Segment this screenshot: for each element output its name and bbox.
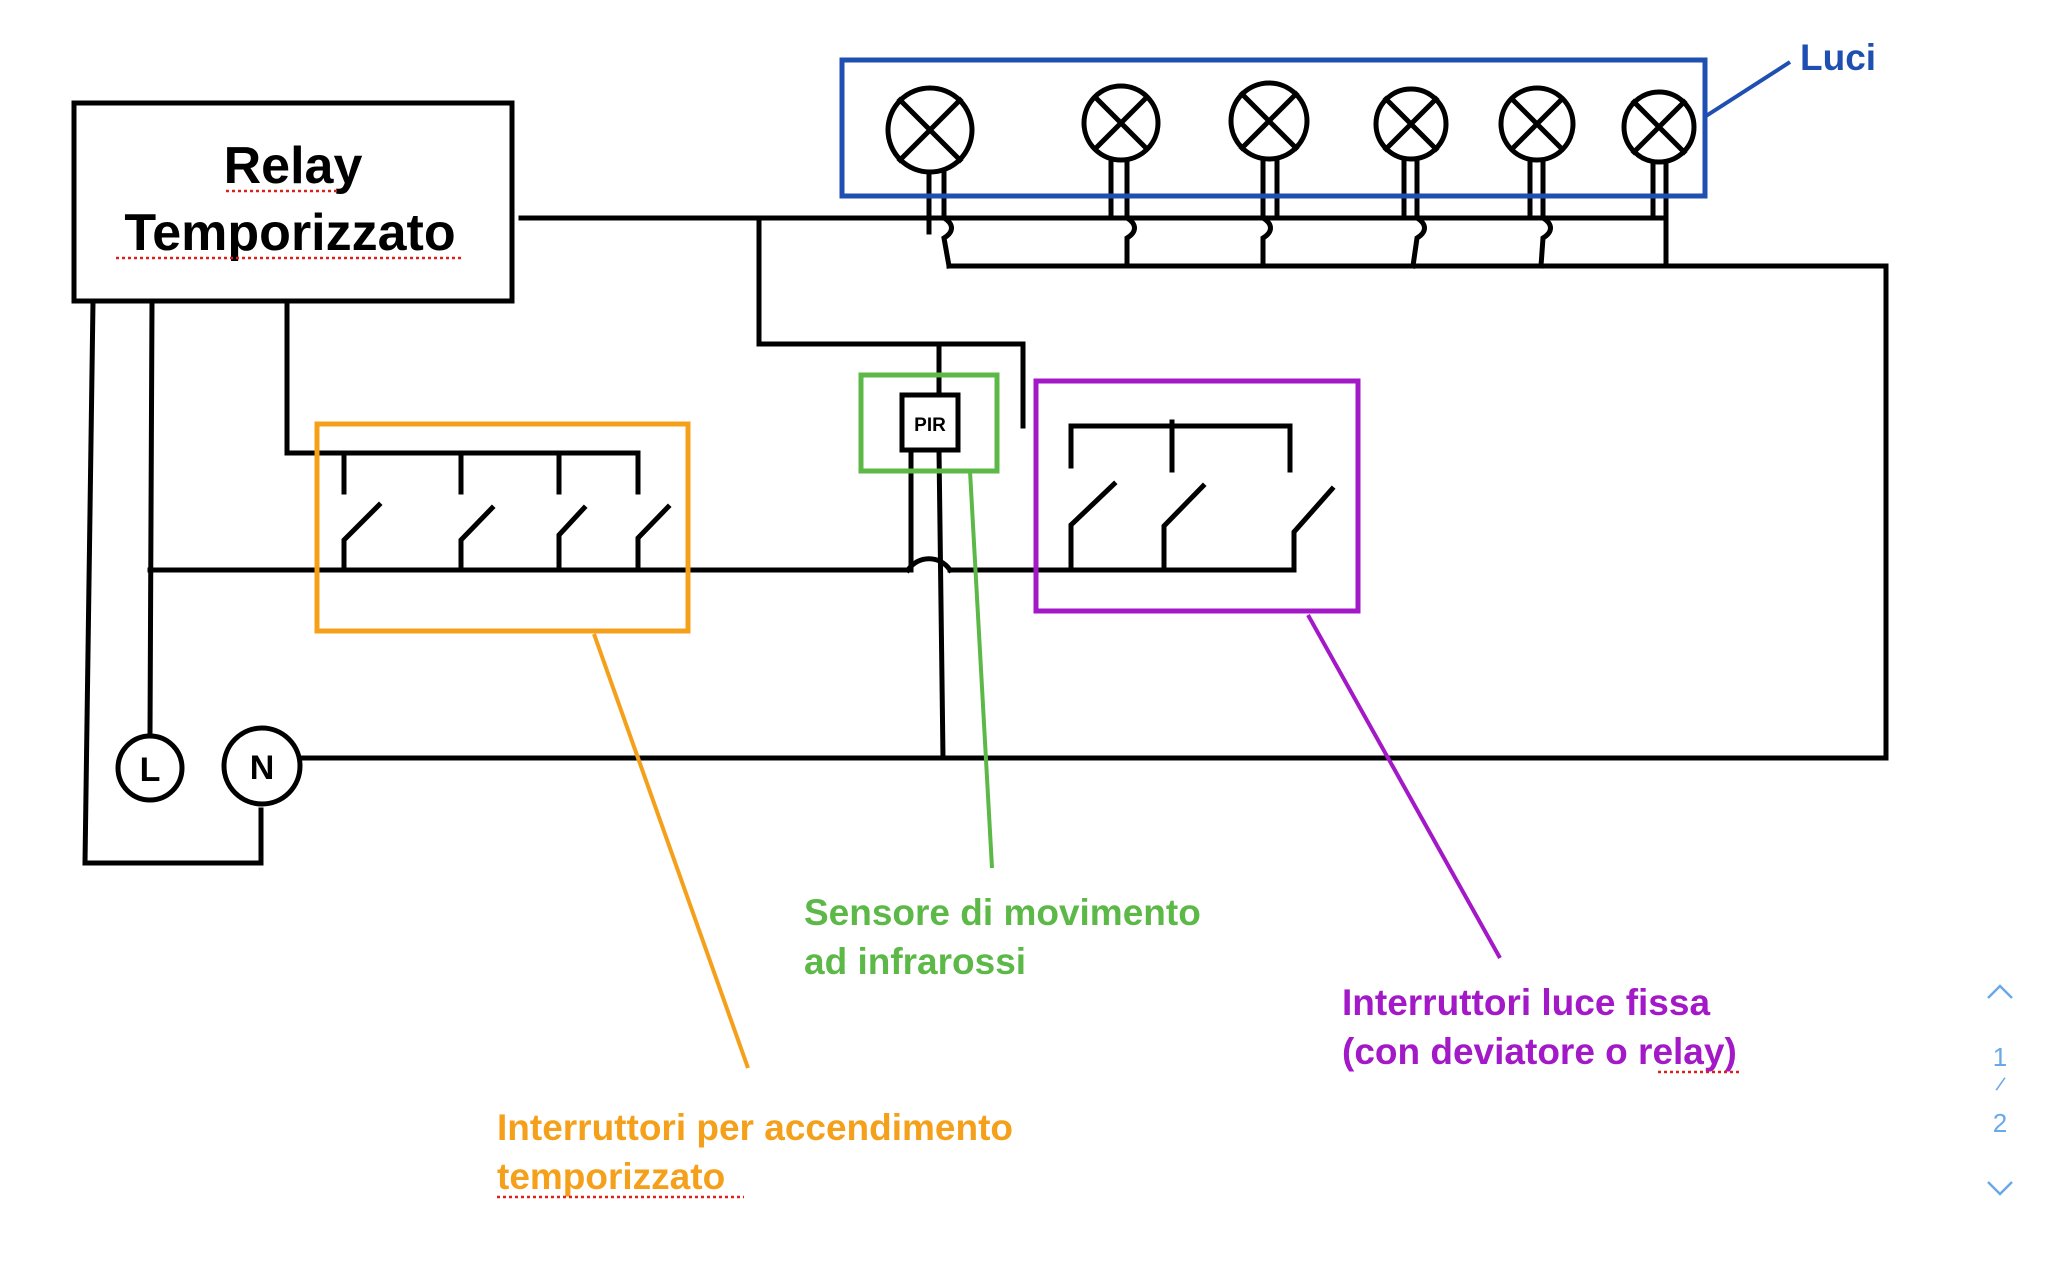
relay-title-line1: Relay — [224, 137, 363, 195]
live-terminal: L — [115, 733, 185, 803]
lamp-1 — [885, 85, 975, 269]
lamp-4 — [1373, 86, 1449, 269]
lights-label: Luci — [1800, 37, 1876, 78]
pir-annotation: Sensore di movimento ad infrarossi — [804, 372, 1201, 982]
fixed-switches-label-line2: (con deviatore o relay) — [1342, 1031, 1737, 1072]
chevron-down-icon — [1987, 1181, 2013, 1196]
chevron-up-icon — [1987, 984, 2013, 999]
fixed-switches-annotation: Interruttori luce fissa (con deviatore o… — [1033, 378, 1740, 1074]
lamp-row — [885, 80, 1697, 269]
current-page-number: 1 — [1992, 1042, 2008, 1072]
neutral-terminal: N — [221, 725, 303, 807]
relay-title-line2: Temporizzato — [124, 204, 455, 262]
lights-box — [839, 57, 1708, 199]
pir-box — [858, 372, 1000, 474]
lamp-2 — [1081, 83, 1161, 269]
fixed-switches-box — [1033, 378, 1361, 614]
timed-switches-annotation: Interruttori per accendimento temporizza… — [314, 421, 1013, 1199]
previous-page-button[interactable] — [1978, 970, 2022, 1014]
pir-sensor: PIR — [899, 392, 961, 453]
pir-label-line2: ad infrarossi — [804, 941, 1026, 982]
lights-annotation: Luci — [839, 37, 1876, 199]
page-navigator: 1 / 2 — [1978, 970, 2022, 1210]
live-terminal-label: L — [140, 751, 161, 789]
timed-switches-label-line1: Interruttori per accendimento — [497, 1107, 1013, 1148]
fixed-switch-group — [1068, 419, 1336, 573]
lamp-5 — [1498, 85, 1576, 269]
fixed-switches-label-line1: Interruttori luce fissa — [1342, 982, 1710, 1023]
pir-label-line1: Sensore di movimento — [804, 892, 1201, 933]
lamp-3 — [1228, 80, 1310, 269]
neutral-terminal-label: N — [250, 749, 275, 787]
timed-switches-box — [314, 421, 691, 634]
timed-switches-label-line2: temporizzato — [497, 1156, 725, 1197]
lamp-6 — [1621, 89, 1697, 269]
pir-chip-label: PIR — [914, 415, 946, 436]
timed-switch-group — [341, 450, 672, 573]
total-page-number: 2 — [1992, 1108, 2008, 1138]
relay-box: Relay Temporizzato — [71, 100, 515, 304]
next-page-button[interactable] — [1978, 1166, 2022, 1210]
